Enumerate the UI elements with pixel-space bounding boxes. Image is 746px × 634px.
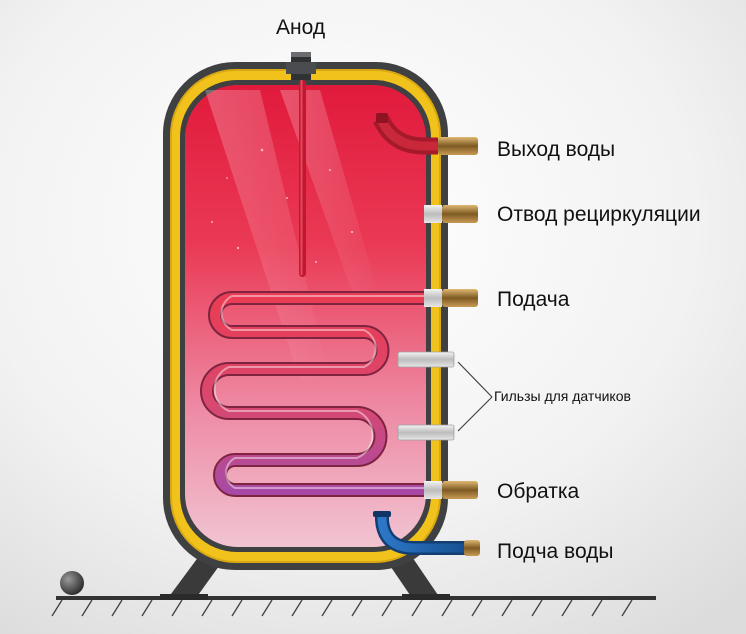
- floor: [51, 596, 656, 617]
- label-water-out: Выход воды: [497, 138, 616, 161]
- label-water-in: Подча воды: [497, 540, 614, 563]
- supply-port: [424, 289, 478, 307]
- outlet-fitting: [438, 137, 478, 155]
- anode-icon: [286, 52, 316, 277]
- inlet-pipe: [373, 511, 480, 556]
- label-anode: Анод: [276, 16, 326, 39]
- coil-icon: [200, 291, 432, 497]
- label-return: Обратка: [497, 480, 580, 503]
- label-supply: Подача: [497, 288, 570, 311]
- sensor-sleeve-pointer: [457, 361, 493, 432]
- outlet-pipe: [373, 113, 478, 155]
- recirculation-port: [424, 205, 478, 223]
- label-sensor-sleeves: Гильзы для датчиков: [494, 388, 631, 404]
- ball-icon: [60, 571, 84, 595]
- sensor-sleeve-icon: [397, 351, 455, 441]
- inlet-fitting: [464, 540, 480, 556]
- return-port: [424, 481, 478, 499]
- label-recirculation: Отвод рециркуляции: [497, 203, 701, 226]
